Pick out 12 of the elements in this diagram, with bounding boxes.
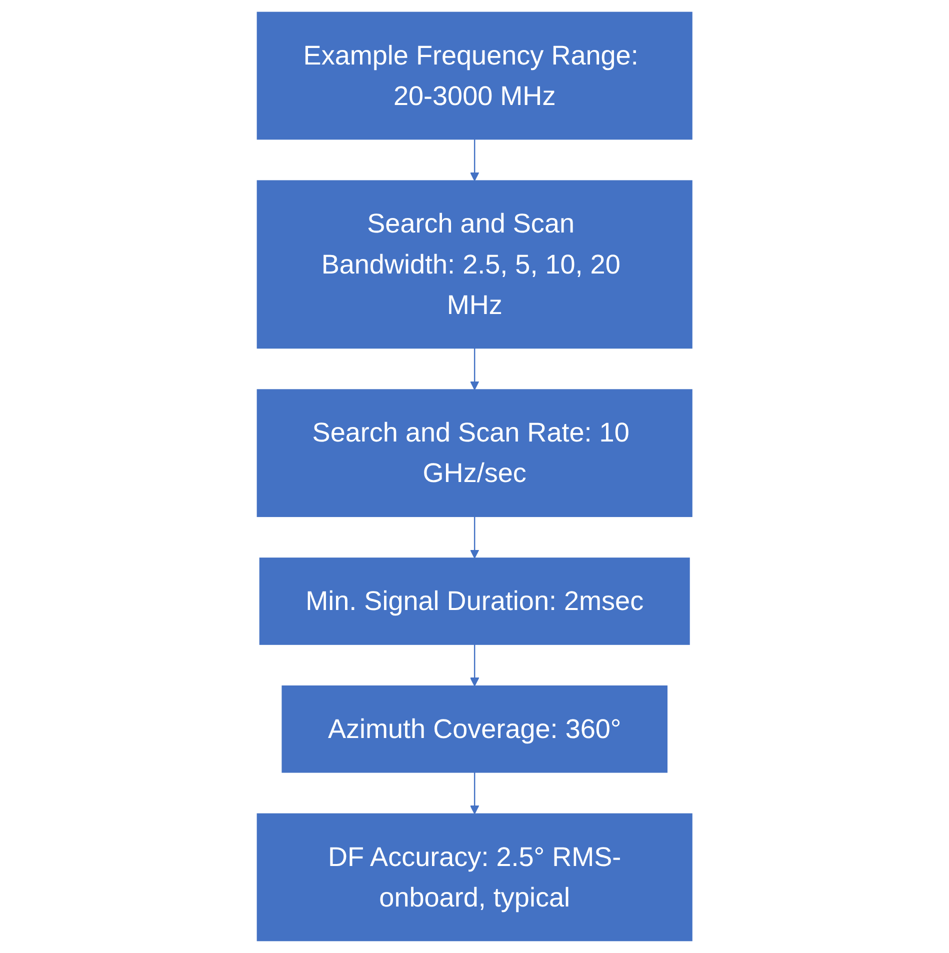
arrow	[470, 348, 480, 390]
arrow	[470, 516, 480, 559]
arrow	[470, 772, 480, 814]
node-box	[256, 12, 692, 140]
arrow	[470, 644, 480, 686]
node-box	[256, 389, 692, 518]
node-box	[256, 180, 692, 349]
node-box	[282, 685, 668, 773]
node-box	[256, 813, 692, 942]
node-box	[259, 558, 690, 645]
arrow	[470, 139, 480, 182]
flowchart-drawing: Example Frequency Range: 20-3000 MHz Search and Scan Bandwidth: 2.5, 5, 10, 20 MHz Search and Scan Rate: 10 GHz/sec Min. Signal Duration: 2msec Azimuth Coverage: 360° DF Accuracy: 2.5° RMS-onboard, typical	[248, 4, 700, 949]
